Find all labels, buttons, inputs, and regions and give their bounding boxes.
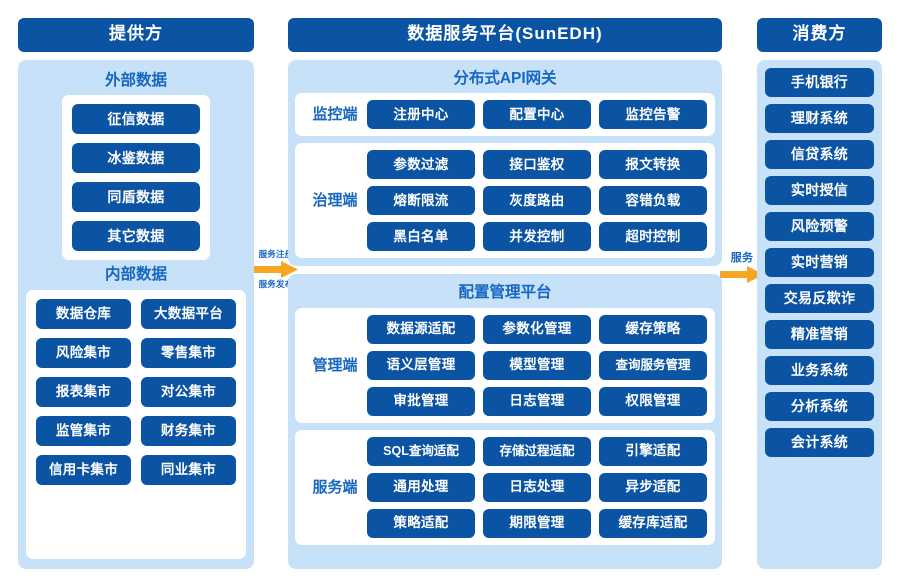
service-item[interactable]: 通用处理 [367,472,475,502]
governance-row-label: 治理端 [312,192,358,210]
service-item[interactable]: 期限管理 [483,508,591,538]
monitor-item[interactable]: 配置中心 [483,100,591,130]
monitor-row-label: 监控端 [312,106,358,124]
management-item[interactable]: 参数化管理 [483,314,591,344]
service-item[interactable]: 引擎适配 [599,436,707,466]
arrow-right-icon [720,266,764,284]
internal-data-item[interactable]: 财务集市 [141,415,236,446]
arrow-left-top-label: 服务注册 [258,249,294,259]
governance-row: 治理端 参数过滤 接口鉴权 报文转换 熔断限流 灰度路由 容错负载 黑白名单 并… [295,143,715,259]
service-row-items: SQL查询适配 存储过程适配 引擎适配 通用处理 日志处理 异步适配 策略适配 … [367,436,707,538]
management-row-label: 管理端 [312,356,358,374]
internal-data-item[interactable]: 风险集市 [36,337,131,368]
service-item[interactable]: 缓存库适配 [599,508,707,538]
internal-data-item[interactable]: 大数据平台 [141,298,236,329]
internal-data-item[interactable]: 零售集市 [141,337,236,368]
config-platform-title: 配置管理平台 [458,284,552,302]
consumer-item[interactable]: 风险预警 [765,211,874,241]
consumer-item[interactable]: 实时授信 [765,175,874,205]
monitor-row: 监控端 注册中心 配置中心 监控告警 [295,93,715,137]
governance-item[interactable]: 并发控制 [483,222,591,252]
config-platform-section: 配置管理平台 管理端 数据源适配 参数化管理 缓存策略 语义层管理 模型管理 查… [288,274,722,569]
governance-item[interactable]: 报文转换 [599,150,707,180]
consumer-list: 手机银行 理财系统 信贷系统 实时授信 风险预警 实时营销 交易反欺诈 精准营销… [765,67,874,457]
api-gateway-title: 分布式API网关 [453,69,557,87]
management-row: 管理端 数据源适配 参数化管理 缓存策略 语义层管理 模型管理 查询服务管理 审… [295,307,715,423]
consumer-item[interactable]: 精准营销 [765,319,874,349]
governance-item[interactable]: 灰度路由 [483,186,591,216]
external-data-item[interactable]: 同盾数据 [72,182,200,213]
consumer-item[interactable]: 信贷系统 [765,139,874,169]
service-item[interactable]: 异步适配 [599,472,707,502]
external-data-list: 征信数据 冰鉴数据 同盾数据 其它数据 [72,104,200,252]
monitor-row-items: 注册中心 配置中心 监控告警 [367,100,707,130]
external-data-item[interactable]: 征信数据 [72,104,200,135]
governance-item[interactable]: 接口鉴权 [483,150,591,180]
consumer-item[interactable]: 手机银行 [765,67,874,97]
management-item[interactable]: 审批管理 [367,386,475,416]
management-item[interactable]: 语义层管理 [367,350,475,380]
service-register-arrow-group: 服务注册 服务发布 [248,249,304,290]
management-item[interactable]: 模型管理 [483,350,591,380]
arrow-right-top-label: 服务 [730,252,754,264]
service-row-label: 服务端 [312,478,358,496]
platform-header: 数据服务平台(SunEDH) [288,18,722,52]
external-data-item[interactable]: 冰鉴数据 [72,143,200,174]
governance-item[interactable]: 超时控制 [599,222,707,252]
management-item[interactable]: 缓存策略 [599,314,707,344]
governance-item[interactable]: 熔断限流 [367,186,475,216]
service-item[interactable]: 策略适配 [367,508,475,538]
provider-column: 提供方 外部数据 征信数据 冰鉴数据 同盾数据 其它数据 内部数据 数据仓库 大… [18,18,254,569]
platform-panel: 分布式API网关 监控端 注册中心 配置中心 监控告警 治理端 参数过滤 接口鉴… [288,59,722,569]
management-row-items: 数据源适配 参数化管理 缓存策略 语义层管理 模型管理 查询服务管理 审批管理 … [367,314,707,416]
management-item[interactable]: 查询服务管理 [599,350,707,380]
internal-data-title: 内部数据 [104,266,167,284]
governance-row-items: 参数过滤 接口鉴权 报文转换 熔断限流 灰度路由 容错负载 黑白名单 并发控制 … [367,150,707,252]
governance-item[interactable]: 参数过滤 [367,150,475,180]
consumer-item[interactable]: 实时营销 [765,247,874,277]
platform-column: 数据服务平台(SunEDH) 分布式API网关 监控端 注册中心 配置中心 监控… [288,18,722,569]
consumer-header: 消费方 [757,18,882,52]
governance-item[interactable]: 黑白名单 [367,222,475,252]
internal-data-item[interactable]: 监管集市 [36,415,131,446]
internal-data-box: 数据仓库 大数据平台 风险集市 零售集市 报表集市 对公集市 监管集市 财务集市… [26,289,246,559]
external-data-item[interactable]: 其它数据 [72,221,200,252]
consumer-panel: 手机银行 理财系统 信贷系统 实时授信 风险预警 实时营销 交易反欺诈 精准营销… [757,59,882,569]
consumer-item[interactable]: 业务系统 [765,355,874,385]
api-gateway-section: 分布式API网关 监控端 注册中心 配置中心 监控告警 治理端 参数过滤 接口鉴… [288,59,722,267]
service-row: 服务端 SQL查询适配 存储过程适配 引擎适配 通用处理 日志处理 异步适配 策… [295,429,715,545]
provider-panel: 外部数据 征信数据 冰鉴数据 同盾数据 其它数据 内部数据 数据仓库 大数据平台… [18,59,254,569]
service-arrow-group: 服务 [714,252,770,285]
internal-data-grid: 数据仓库 大数据平台 风险集市 零售集市 报表集市 对公集市 监管集市 财务集市… [36,298,236,485]
management-item[interactable]: 权限管理 [599,386,707,416]
internal-data-item[interactable]: 数据仓库 [36,298,131,329]
consumer-item[interactable]: 理财系统 [765,103,874,133]
consumer-item[interactable]: 分析系统 [765,391,874,421]
external-data-title: 外部数据 [104,71,167,89]
service-item[interactable]: 存储过程适配 [483,436,591,466]
internal-data-item[interactable]: 同业集市 [141,454,236,485]
service-item[interactable]: 日志处理 [483,472,591,502]
consumer-item[interactable]: 交易反欺诈 [765,283,874,313]
arrow-right-icon [254,261,298,279]
provider-header: 提供方 [18,18,254,52]
management-item[interactable]: 数据源适配 [367,314,475,344]
monitor-item[interactable]: 监控告警 [599,100,707,130]
internal-data-item[interactable]: 对公集市 [141,376,236,407]
service-item[interactable]: SQL查询适配 [367,436,475,466]
governance-item[interactable]: 容错负载 [599,186,707,216]
consumer-column: 消费方 手机银行 理财系统 信贷系统 实时授信 风险预警 实时营销 交易反欺诈 … [757,18,882,569]
arrow-left-bottom-label: 服务发布 [258,279,294,290]
external-data-box: 征信数据 冰鉴数据 同盾数据 其它数据 [62,95,210,261]
management-item[interactable]: 日志管理 [483,386,591,416]
internal-data-item[interactable]: 信用卡集市 [36,454,131,485]
internal-data-item[interactable]: 报表集市 [36,376,131,407]
monitor-item[interactable]: 注册中心 [367,100,475,130]
consumer-item[interactable]: 会计系统 [765,427,874,457]
